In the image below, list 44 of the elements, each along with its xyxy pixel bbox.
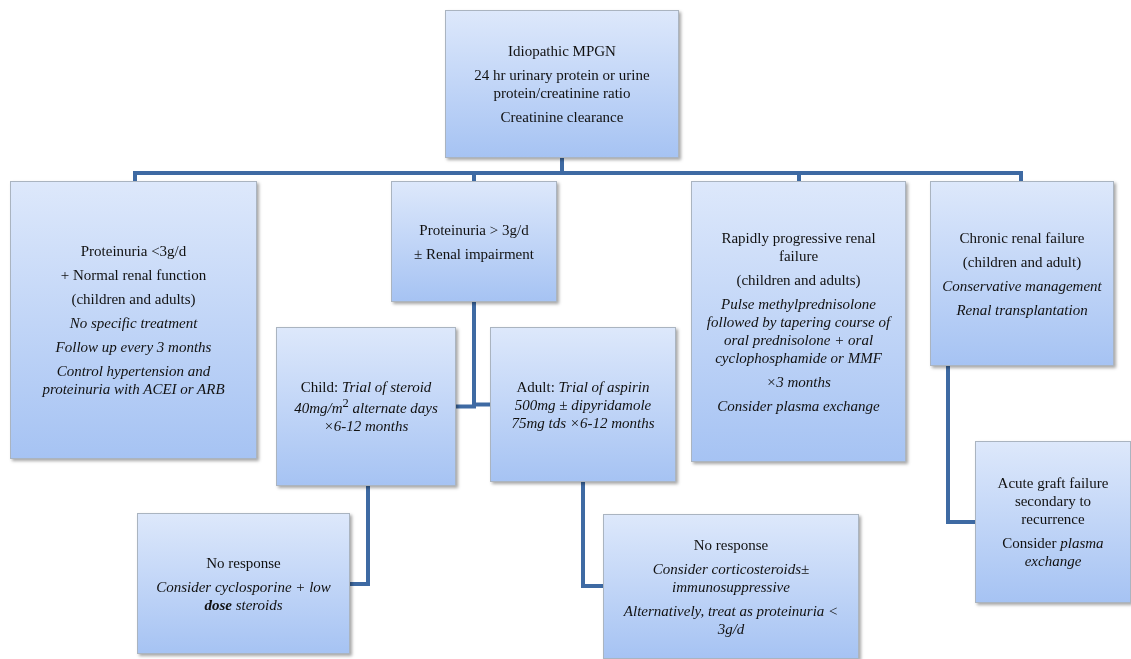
box-text: (children and adult) (962, 252, 1082, 271)
box-text: Renal transplantation (956, 300, 1088, 319)
process-box (691, 181, 906, 462)
box-text: Conservative management (942, 276, 1102, 295)
box-text: Control hypertension and proteinuria with ACEI or ARB (41, 362, 226, 398)
box-text: Consider plasma exchange (1001, 534, 1105, 570)
box-text: (children and adults) (71, 290, 196, 308)
box-text: Creatinine clearance (500, 108, 624, 126)
process-box (445, 10, 679, 158)
process-box (930, 181, 1114, 366)
box-text: No specific treatment (69, 314, 198, 332)
connector-line (472, 302, 490, 407)
box-text: Child: Trial of steroid 40mg/m$^{2}$ alternate days ×6-12 months (293, 378, 439, 435)
box-text: Rapidly progressive renal failure (720, 228, 877, 265)
box-text: Acute graft failure secondary to recurrence (996, 474, 1110, 528)
process-box (490, 327, 676, 482)
box-text: Alternatively, treat as proteinuria < 3g/d (622, 601, 840, 638)
connector-line (581, 482, 603, 588)
box-text: Consider cyclosporine + low dose steroids (155, 577, 332, 614)
process-box (603, 514, 859, 659)
box-text: Adult: Trial of aspirin 500mg ± dipyridamole 75mg tds ×6-12 months (510, 377, 656, 432)
box-text: No response (206, 553, 281, 572)
box-text: Chronic renal failure (959, 228, 1085, 247)
box-text: Pulse methylprednisolone followed by tapering course of oral prednisolone + oral cyclophosphamide or MMF (705, 294, 893, 367)
box-text: Idiopathic MPGN (508, 42, 616, 60)
box-text: ×3 months (766, 372, 831, 391)
box-text: Consider corticosteroids± immunosuppressive (651, 559, 811, 596)
connector-line (350, 486, 370, 586)
box-text: Proteinuria > 3g/d (419, 220, 529, 239)
process-box (276, 327, 456, 486)
box-text: ± Renal impairment (414, 244, 534, 263)
box-text: Consider plasma exchange (717, 396, 880, 415)
process-box (975, 441, 1131, 603)
box-text: + Normal renal function (60, 266, 207, 284)
process-box (10, 181, 257, 459)
box-text: (children and adults) (736, 270, 861, 289)
box-text: Follow up every 3 months (55, 338, 212, 356)
connector-line (946, 366, 975, 524)
connector-line (560, 158, 1023, 181)
box-text: 24 hr urinary protein or urine protein/creatinine ratio (473, 66, 651, 102)
box-text: No response (693, 535, 769, 554)
box-text: Proteinuria <3g/d (80, 242, 187, 260)
process-box (137, 513, 350, 654)
process-box (391, 181, 557, 302)
